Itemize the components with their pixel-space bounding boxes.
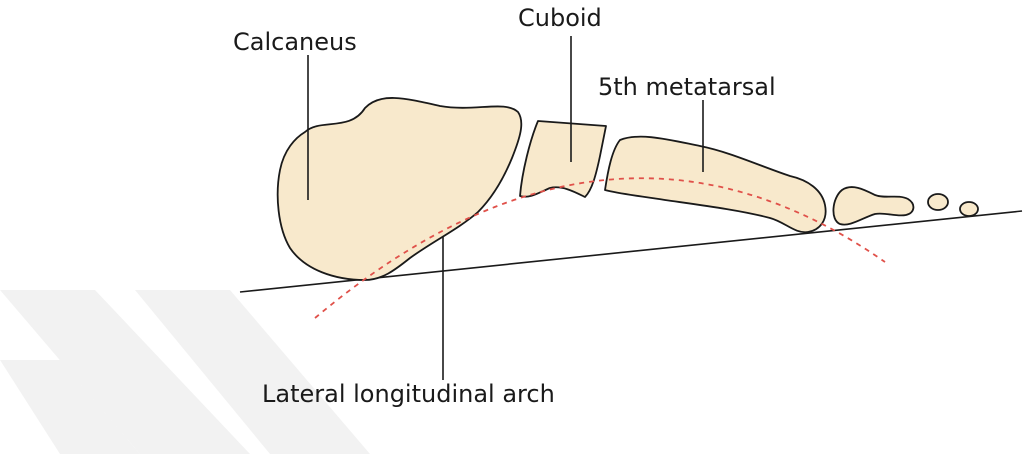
proximal-phalanx-bone — [833, 187, 913, 225]
metatarsal-label: 5th metatarsal — [598, 73, 776, 101]
arch-label: Lateral longitudinal arch — [262, 380, 555, 408]
calcaneus-label: Calcaneus — [233, 28, 357, 56]
calcaneus-bone — [278, 98, 522, 280]
fifth-metatarsal-bone — [605, 137, 826, 233]
distal-phalanx-bone — [960, 202, 978, 216]
cuboid-label: Cuboid — [518, 4, 602, 32]
middle-phalanx-bone — [928, 194, 948, 210]
background-watermark — [0, 290, 370, 454]
